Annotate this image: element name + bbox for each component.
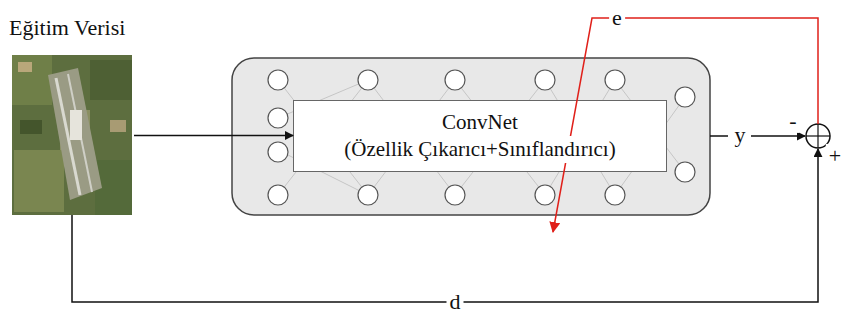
neuron-circles [268,70,695,205]
signal-label: d [447,290,464,314]
sign-label: - [786,109,799,133]
satellite-image [12,55,132,215]
error-feedback-line [553,18,818,232]
node-heading: Eğitim Verisi [9,15,125,41]
convnet-frame [232,58,710,215]
network-mesh [278,80,685,195]
output-line [710,135,728,137]
training-image: Eğitim Verisi [12,55,132,215]
process-box: ConvNet(Özellik Çıkarıcı+Sınıflandırıcı) [293,100,667,172]
flow-arrow [134,135,293,137]
desired-line [72,149,818,302]
signal-label: y [732,123,749,147]
signal-label: e [609,6,625,30]
box-subtitle: (Özellik Çıkarıcı+Sınıflandırıcı) [344,136,615,163]
output-arrow [751,135,805,137]
box-title: ConvNet [442,109,518,136]
sign-label: + [826,144,842,168]
